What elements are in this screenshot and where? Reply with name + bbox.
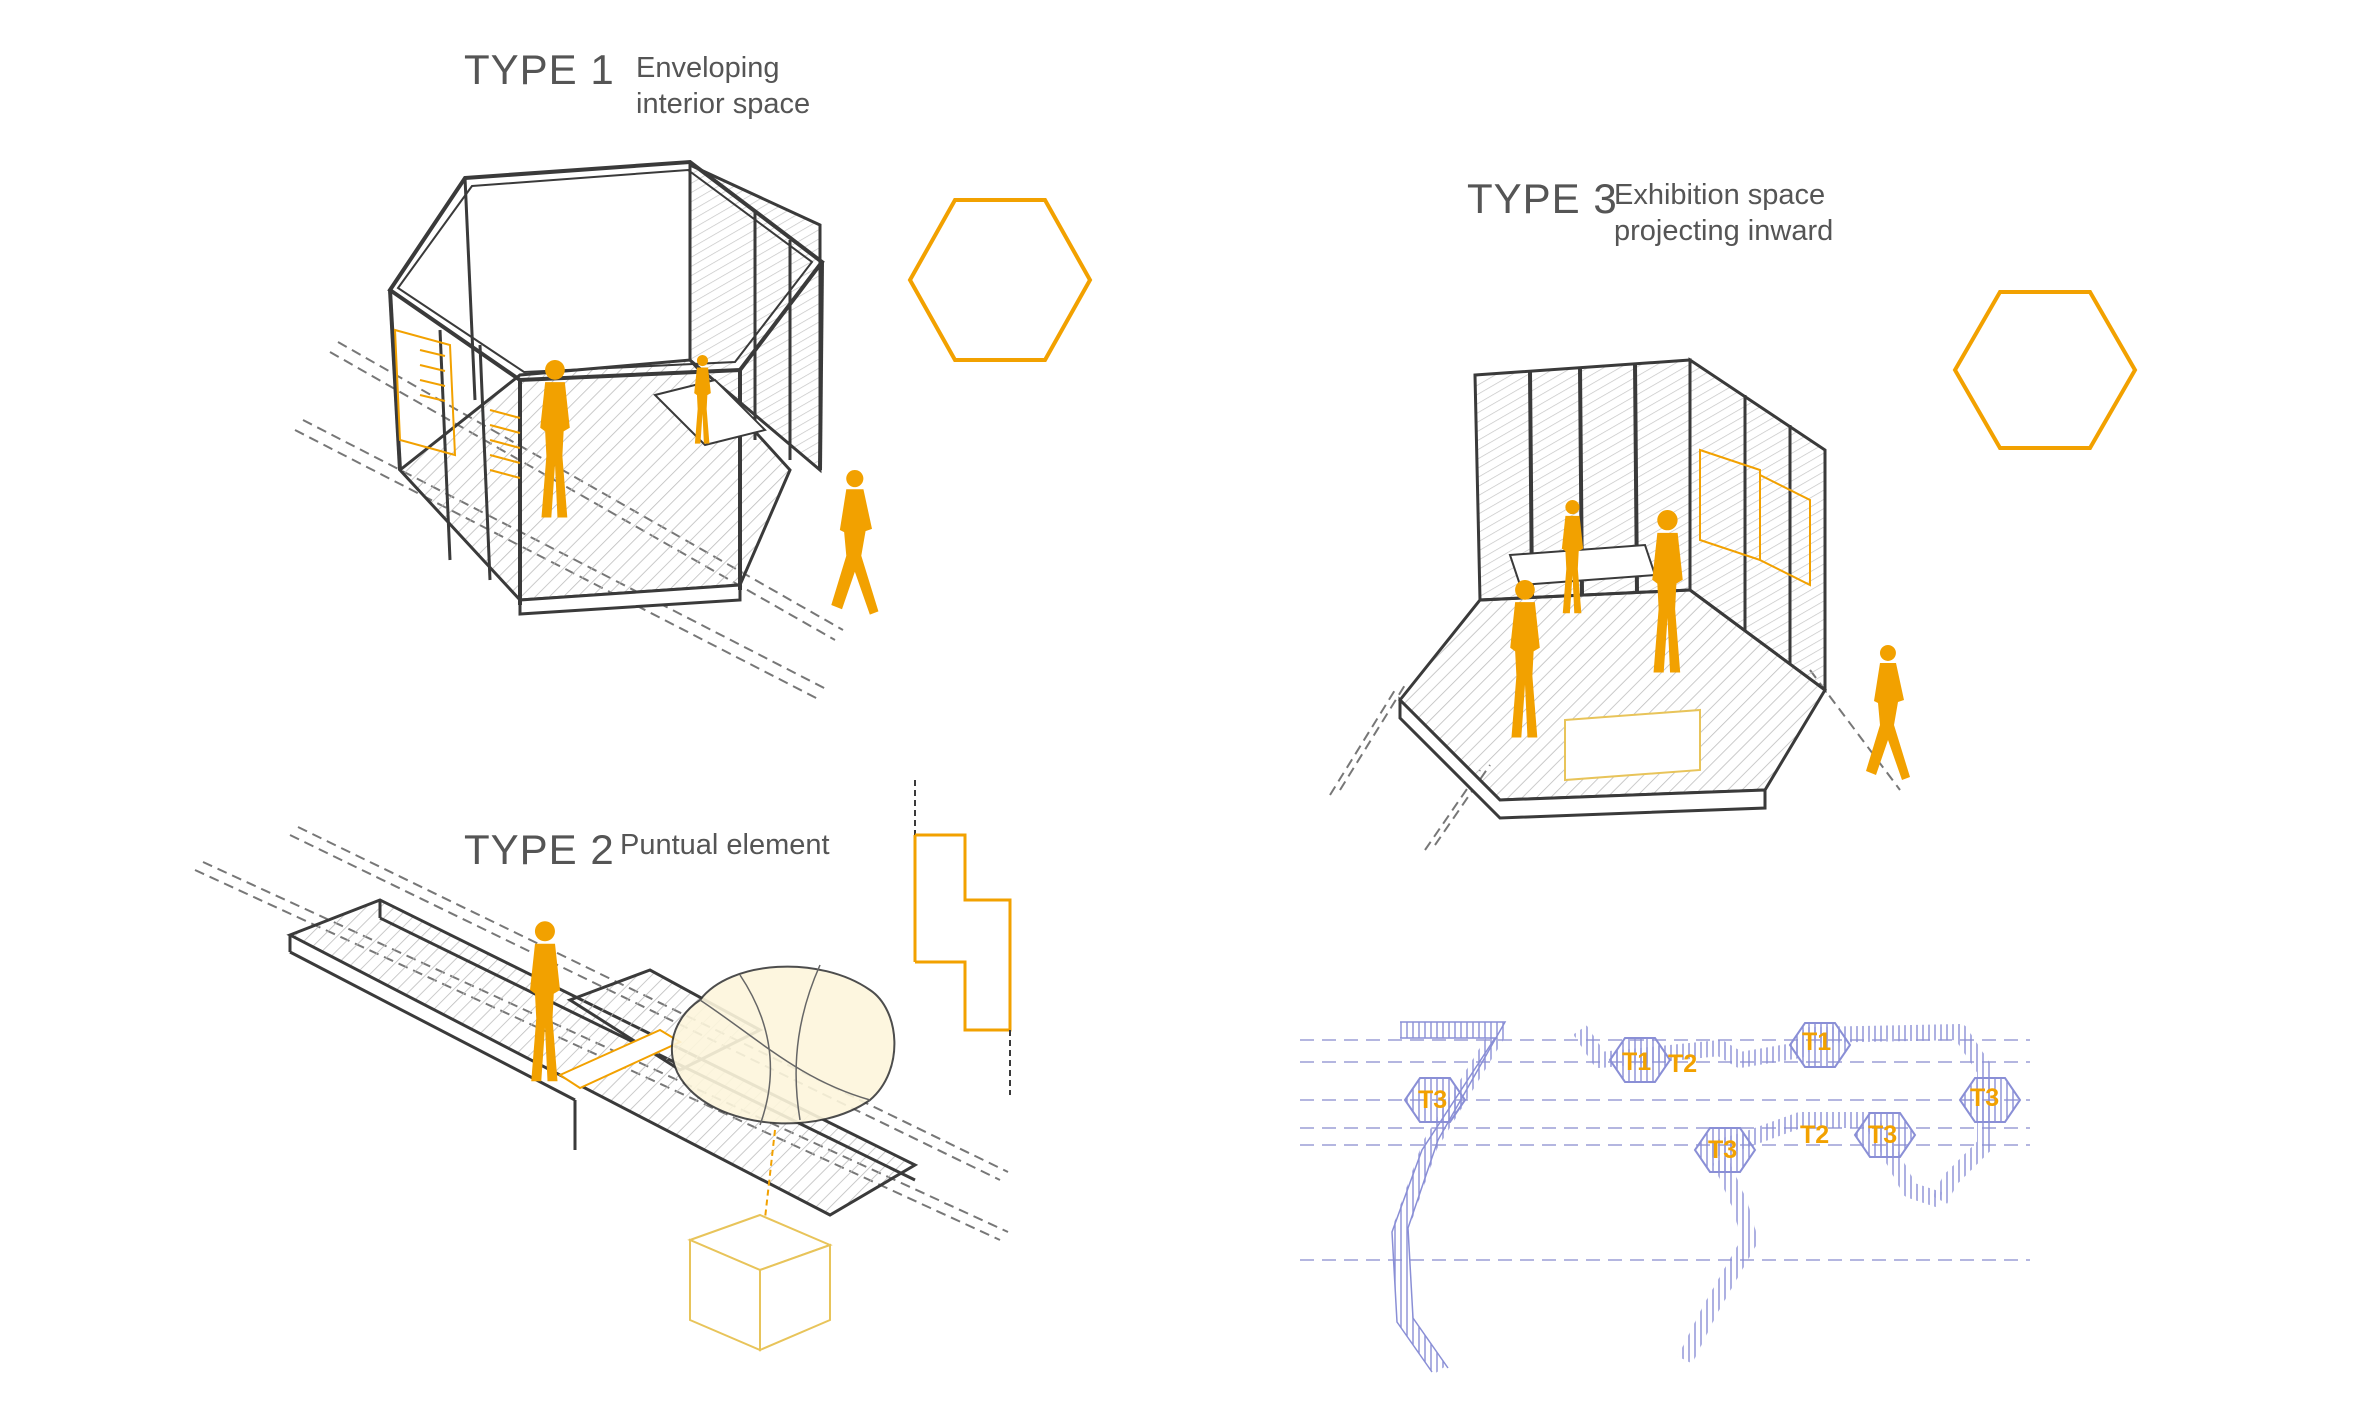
type2-element: [194, 826, 1009, 1352]
type1-pavilion: [294, 159, 879, 701]
plan-tag-t2: T2: [1800, 1121, 1829, 1149]
plan-tag-t3: T3: [1970, 1084, 1999, 1112]
type3-desc-line1: Exhibition space: [1614, 179, 1826, 211]
plan-tag-t1: T1: [1622, 1048, 1651, 1076]
type3-title: TYPE 3: [1467, 175, 1618, 222]
walker-icon: [831, 470, 879, 615]
plan-tag-t1: T1: [1802, 1028, 1831, 1056]
site-plan: T1 T2 T1 T3 T3 T2 T3 T3: [1300, 1021, 2030, 1375]
plan-tag-t2: T2: [1668, 1050, 1697, 1078]
hexagon-icon: [1693, 1127, 1757, 1173]
type2-desc-line1: Puntual element: [620, 829, 830, 861]
stepped-profile-icon: [913, 780, 1012, 1095]
plan-tag-t3: T3: [1418, 1086, 1447, 1114]
walker-icon: [1866, 645, 1910, 780]
type3-pavilion: [1329, 357, 1910, 851]
type2-description: Puntual element: [620, 827, 830, 863]
type1-description: Enveloping interior space: [636, 50, 810, 122]
type3-description: Exhibition space projecting inward: [1614, 177, 1833, 249]
type2-title: TYPE 2: [464, 826, 615, 873]
hexagon-icon: [907, 198, 1093, 362]
hexagon-icon: [1952, 290, 2138, 450]
type3-desc-line2: projecting inward: [1614, 215, 1834, 247]
type1-title: TYPE 1: [464, 46, 615, 93]
hexagon-icon: [1853, 1112, 1917, 1158]
hexagon-icon: [1608, 1037, 1672, 1083]
plan-tag-t3: T3: [1868, 1121, 1897, 1149]
hexagon-icon: [1788, 1022, 1852, 1068]
hexagon-icon: [1958, 1077, 2022, 1123]
hexagon-icon: [1403, 1077, 1467, 1123]
type1-desc-line2: interior space: [636, 88, 811, 120]
type1-desc-line1: Enveloping: [636, 52, 780, 84]
plan-tag-t3: T3: [1708, 1136, 1737, 1164]
